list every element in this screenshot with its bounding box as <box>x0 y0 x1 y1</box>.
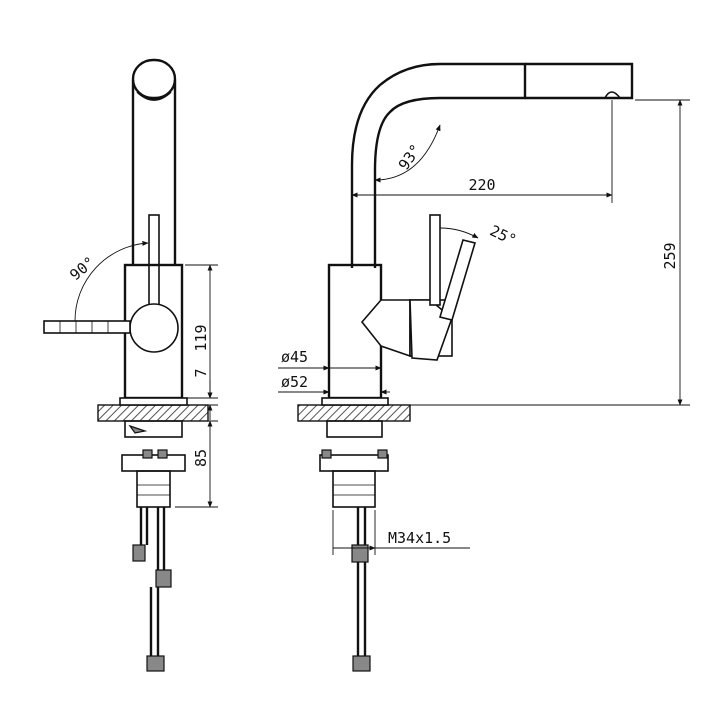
label-angle-90: 90° <box>66 253 98 284</box>
lever-housing <box>360 299 411 358</box>
arc-93 <box>374 124 441 183</box>
front-countertop <box>97 404 209 422</box>
label-angle-25: 25° <box>487 222 519 250</box>
label-dia-45: ø45 <box>281 348 308 366</box>
front-view <box>43 58 218 672</box>
lever-horizontal <box>43 320 131 334</box>
label-85: 85 <box>192 449 210 467</box>
lever-vertical <box>148 214 160 306</box>
label-119: 119 <box>192 324 210 351</box>
label-259: 259 <box>661 242 679 269</box>
front-spout <box>131 58 177 265</box>
side-countertop <box>297 404 411 422</box>
front-hose-end <box>146 655 165 672</box>
side-spout <box>350 62 527 268</box>
label-220: 220 <box>468 176 495 194</box>
arc-25 <box>439 227 479 239</box>
side-shank <box>332 470 376 508</box>
side-view <box>278 62 690 672</box>
label-angle-93: 93° <box>395 141 425 174</box>
side-fitting <box>351 544 369 563</box>
side-hose-end <box>352 655 371 672</box>
side-lever-vertical <box>429 214 441 306</box>
label-7: 7 <box>192 368 210 377</box>
spout-head <box>131 58 177 100</box>
label-thread: M34x1.5 <box>388 529 451 547</box>
front-shank <box>136 470 171 508</box>
label-dia-52: ø52 <box>281 373 308 391</box>
pull-out-nozzle <box>525 62 634 100</box>
knob <box>129 303 179 353</box>
arc-90 <box>74 240 149 322</box>
side-lever <box>438 239 477 321</box>
